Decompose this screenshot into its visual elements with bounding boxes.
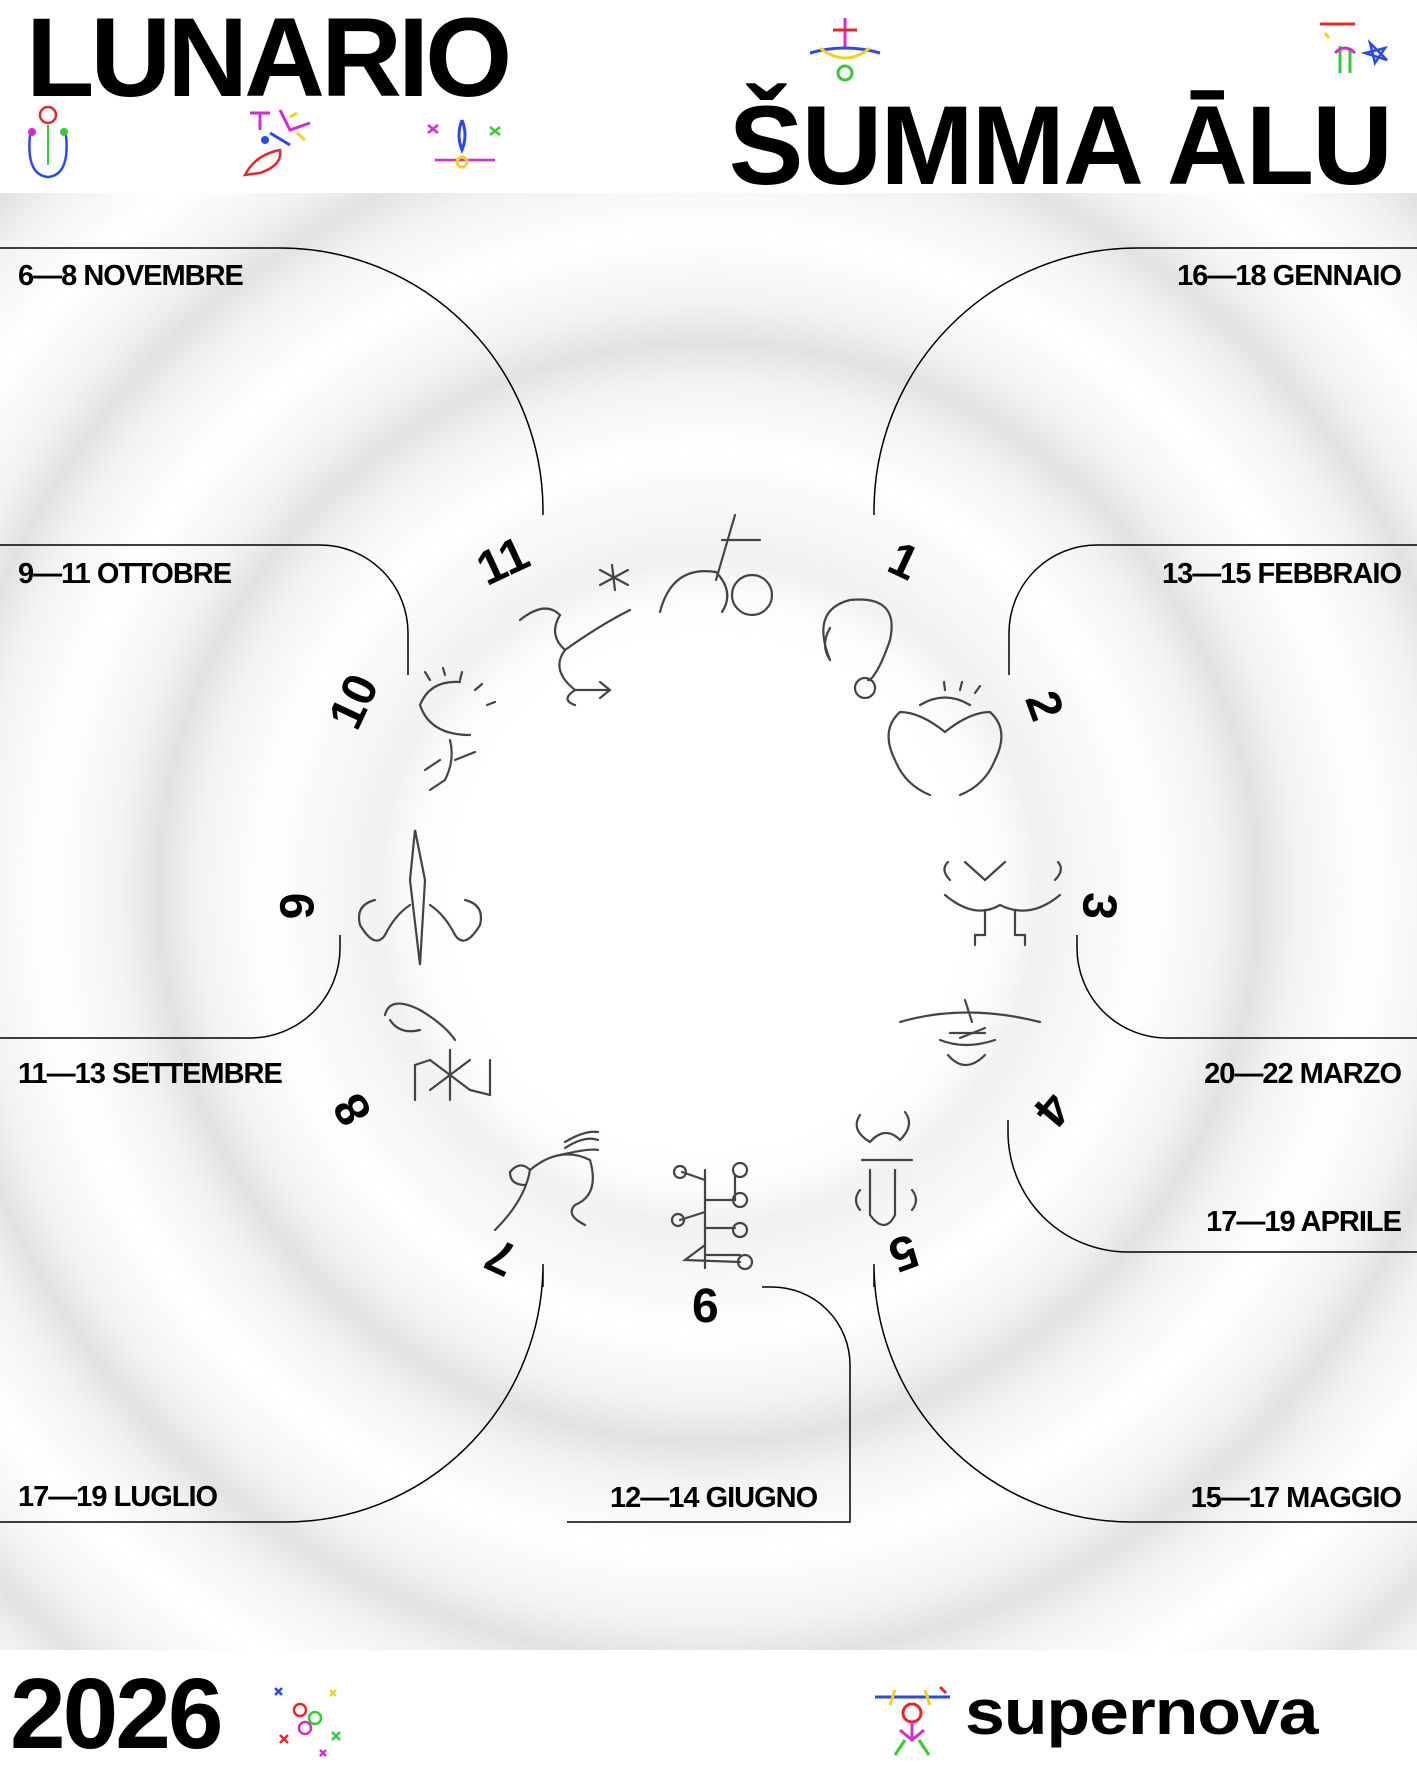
date-may: 15—17 MAGGIO <box>1190 1482 1402 1514</box>
scorpion-glyph-icon <box>383 1002 492 1102</box>
title-lunario: LUNARIO <box>26 0 512 120</box>
line-jan <box>873 247 1417 515</box>
figure-glyph-icon <box>854 1110 918 1227</box>
date-september: 11—13 SETTEMBRE <box>18 1058 283 1090</box>
supernova-logo-icon <box>875 1685 950 1756</box>
line-jul <box>0 1263 544 1523</box>
tree-doodle-icon <box>242 109 311 177</box>
date-april: 17—19 APRILE <box>1206 1206 1402 1238</box>
bull-glyph-icon <box>943 860 1062 947</box>
sun-glyph-icon <box>418 666 497 792</box>
line-oct <box>0 544 409 675</box>
spider-glyph-icon <box>887 680 1003 797</box>
line-jun <box>567 1286 851 1523</box>
star-glyph-icon <box>518 563 632 707</box>
date-june: 12—14 GIUGNO <box>610 1482 818 1514</box>
date-july: 17—19 LUGLIO <box>18 1481 218 1513</box>
star-doodle-icon <box>1320 22 1388 73</box>
line-sep <box>0 935 341 1039</box>
supernova-brand: supernova <box>965 1676 1319 1748</box>
date-january: 16—18 GENNAIO <box>1177 260 1402 292</box>
number-9: 9 <box>271 892 325 920</box>
date-november: 6—8 NOVEMBRE <box>18 260 244 292</box>
crescent-moon-glyph-icon <box>658 513 774 617</box>
crown-glyph-icon <box>898 998 1042 1067</box>
line-apr <box>1007 1120 1417 1253</box>
number-6: 6 <box>692 1280 719 1333</box>
title-summa-alu: ŠUMMA ĀLU <box>728 83 1393 208</box>
number-3: 3 <box>1071 890 1127 922</box>
date-october: 9—11 OTTOBRE <box>18 558 232 590</box>
goat-glyph-icon <box>493 1130 600 1232</box>
line-nov <box>0 247 544 515</box>
date-march: 20—22 MARZO <box>1204 1058 1402 1090</box>
crescent-doodle-icon <box>809 18 881 82</box>
tree-glyph-icon <box>670 1161 754 1271</box>
line-mar <box>1076 935 1417 1039</box>
torch-doodle-icon <box>427 119 501 169</box>
ripple-center <box>0 193 1417 1650</box>
ripple-background <box>0 193 1417 1650</box>
sparkle-doodle-icon <box>274 1687 341 1757</box>
twin-glyph-icon <box>357 829 483 966</box>
figure-doodle-icon <box>28 105 68 179</box>
year-label: 2026 <box>10 1658 223 1770</box>
serpent-glyph-icon <box>822 598 893 700</box>
line-feb <box>1008 544 1417 675</box>
date-february: 13—15 FEBBRAIO <box>1161 558 1402 590</box>
line-may <box>873 1263 1417 1523</box>
